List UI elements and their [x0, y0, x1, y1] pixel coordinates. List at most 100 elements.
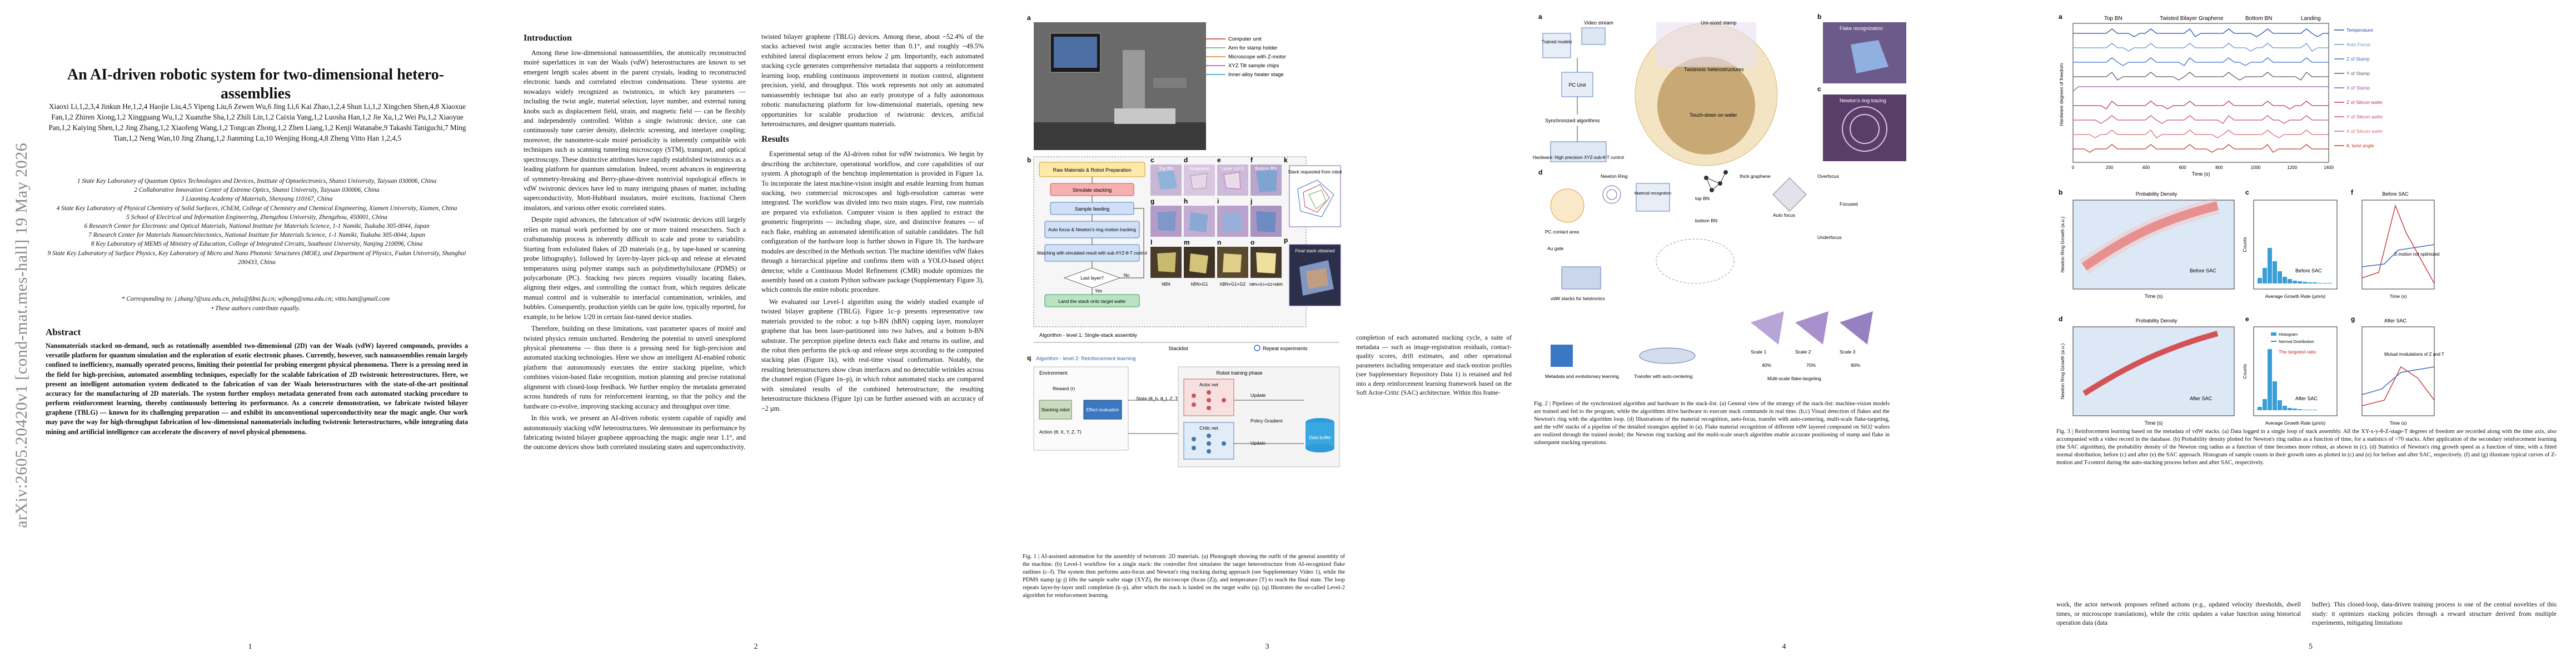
panel-label-a: a: [2059, 13, 2062, 21]
svg-text:l: l: [1150, 238, 1152, 246]
stacking-robot-label: Stacking robot: [1041, 407, 1070, 412]
legend-a-item: Arm for stamp holder: [1228, 45, 1278, 51]
a-legend-item: X of Silicon wafer: [2346, 128, 2383, 134]
d-ylabel: Newton Ring Growth (a.u.): [2060, 344, 2065, 400]
c-ylabel: Counts: [2242, 237, 2248, 252]
newton-ring-image: [1823, 94, 1906, 161]
arxiv-stamp: arXiv:2605.20420v1 [cond-mat.mes-hall] 1…: [12, 142, 31, 528]
a-xtick: 400: [2142, 165, 2150, 170]
dof-traces: [2072, 28, 2329, 153]
material-recognition-box: [1636, 183, 1670, 212]
d-xlabel: Time (s): [2145, 420, 2163, 426]
flow-step-label: Last layer?: [1080, 275, 1104, 281]
effect-eval-label: Effect evaluation: [1086, 407, 1119, 412]
panel-label-b: b: [1817, 13, 1821, 21]
metadata-icon: [1551, 345, 1573, 367]
paragraph: completion of each automated stacking cy…: [1356, 334, 1512, 397]
twistronic-label: Twistronic heterostructures: [1684, 67, 1744, 72]
focused-label: Focused: [1840, 201, 1858, 207]
photo-stage: [1114, 108, 1175, 124]
repeat-label: Repeat experiments: [1263, 346, 1308, 351]
histogram-c: [2258, 248, 2332, 283]
stage-title: Twisted Bilayer Graphene: [2160, 16, 2224, 22]
column-left: Introduction Among these low-dimensional…: [524, 32, 746, 455]
svg-text:o: o: [1250, 238, 1254, 246]
photo-bench: [1034, 122, 1206, 150]
scale-pct: 70%: [1806, 362, 1816, 368]
c-label: Before SAC: [2295, 268, 2322, 273]
f-xlabel: Time (s): [2390, 293, 2407, 299]
column-right: twisted bilayer graphene (TBLG) devices.…: [761, 32, 984, 416]
f-z-curve: [2361, 244, 2435, 267]
corresponding-emails[interactable]: Corresponding to: j.zhang?@sxu.edu.cn, j…: [126, 296, 390, 302]
svg-text:g: g: [1150, 197, 1154, 205]
video-stream-icon: [1581, 27, 1606, 45]
a-legend-item: Z of Silicon wafer: [2346, 99, 2383, 105]
g-annotation: Mutual modulations of Z and T: [2384, 352, 2444, 357]
b-xlabel: Time (s): [2145, 293, 2163, 299]
paragraph: twisted bilayer graphene (TBLG) devices.…: [761, 33, 984, 128]
correspondence: * Corresponding to: j.zhang?@sxu.edu.cn,…: [61, 295, 450, 313]
e-ylabel: Counts: [2242, 364, 2248, 379]
stacking-robot-box: [1039, 400, 1072, 420]
column-right: completion of each automated stacking cy…: [1356, 334, 1512, 400]
svg-text:h: h: [1184, 197, 1188, 205]
flow-step-label: Auto focus & Newton's ring motion tracki…: [1048, 227, 1136, 232]
histogram-bar: [2313, 282, 2317, 283]
update-label: Update: [1250, 392, 1266, 398]
histogram-bar: [2258, 278, 2262, 283]
scale-label: Scale 1: [1751, 349, 1767, 355]
abstract-text: Nanomaterials stacked on-demand, such as…: [46, 342, 468, 436]
newton-ring-label: Newton Ring: [1601, 173, 1628, 179]
histogram-bar: [2298, 409, 2302, 410]
panel-b-frame: [2072, 200, 2235, 290]
vdw-stack-icon: [1561, 266, 1601, 290]
g-z-curve: [2361, 366, 2435, 395]
e-legend-item: Normal Distribution: [2279, 339, 2314, 344]
stack-row-label: hBN+G1+G2+bBN: [1249, 282, 1283, 287]
sync-label: Synchronized algorithms: [1545, 118, 1600, 123]
g-title: After SAC: [2384, 318, 2407, 323]
stack-row-label: hBN+G1+G2: [1220, 282, 1246, 287]
env-label: Environment: [1039, 370, 1068, 376]
histogram-bar: [2293, 409, 2297, 410]
effect-eval-box: [1083, 400, 1122, 420]
a-legend-item: Temperature: [2346, 27, 2373, 33]
dof-trace: [2073, 144, 2329, 153]
panel-label-q: q: [1027, 354, 1031, 362]
stacklist-label: Stacklist: [1168, 346, 1188, 352]
f-annotation: Z-motion not optimized: [2394, 252, 2439, 257]
update-label: Update: [1250, 440, 1266, 446]
svg-text:j: j: [1250, 197, 1252, 205]
corresponding-marker: *: [121, 296, 127, 302]
page-2: Introduction Among these low-dimensional…: [500, 0, 1012, 667]
histogram-bar: [2278, 271, 2282, 283]
page-4: a Trained models Video stream PC Unit Sy…: [1523, 0, 2045, 667]
underfocus-label: Underfocus: [1817, 235, 1841, 240]
focus-cone-icon: [1772, 177, 1807, 212]
dof-trace: [2073, 43, 2329, 52]
pc-contact-icon: [1550, 188, 1585, 223]
histogram-bar: [2298, 281, 2302, 283]
flow-no: No: [1124, 273, 1130, 278]
abstract-heading: Abstract: [46, 327, 81, 337]
panel-label-d: d: [1538, 168, 1542, 176]
a-xtick: 800: [2215, 165, 2223, 170]
svg-text:n: n: [1217, 238, 1221, 246]
photo-microscope: [1123, 50, 1145, 117]
e-legend-item: Histogram: [2279, 332, 2298, 337]
scale-pct: 90%: [1851, 362, 1860, 368]
column-left: work, the actor network proposes refined…: [2056, 600, 2301, 630]
network-nodes: [1192, 390, 1226, 454]
figure-2-caption: Fig. 2 | Pipelines of the synchronized a…: [1534, 401, 1890, 446]
equal-marker: •: [211, 305, 216, 312]
dof-trace: [2073, 72, 2329, 81]
overfocus-label: Overfocus: [1817, 173, 1839, 179]
panel-label-b: b: [2059, 188, 2062, 196]
affiliation: 4 State Key Laboratory of Physical Chemi…: [56, 205, 457, 212]
panel-label-k: k: [1284, 156, 1288, 164]
touchdown-label: Touch-down on wafer: [1690, 112, 1737, 118]
f-title: Before SAC: [2382, 191, 2409, 197]
b-title: Probability Density: [2136, 191, 2178, 197]
